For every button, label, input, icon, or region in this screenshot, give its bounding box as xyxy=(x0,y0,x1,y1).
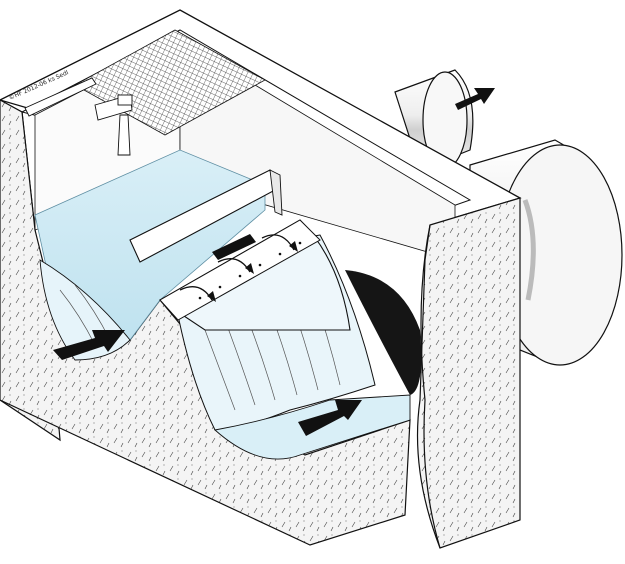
drain-shadow xyxy=(345,270,422,395)
weir-slot xyxy=(212,234,256,260)
sieve-screen xyxy=(158,219,351,331)
outflow-arrow-bottom xyxy=(298,400,362,436)
top-rail xyxy=(24,77,97,117)
inflow-arrow-left xyxy=(53,330,125,360)
level-sensor xyxy=(94,94,133,156)
outflow-arrow-upper-right xyxy=(455,88,495,110)
